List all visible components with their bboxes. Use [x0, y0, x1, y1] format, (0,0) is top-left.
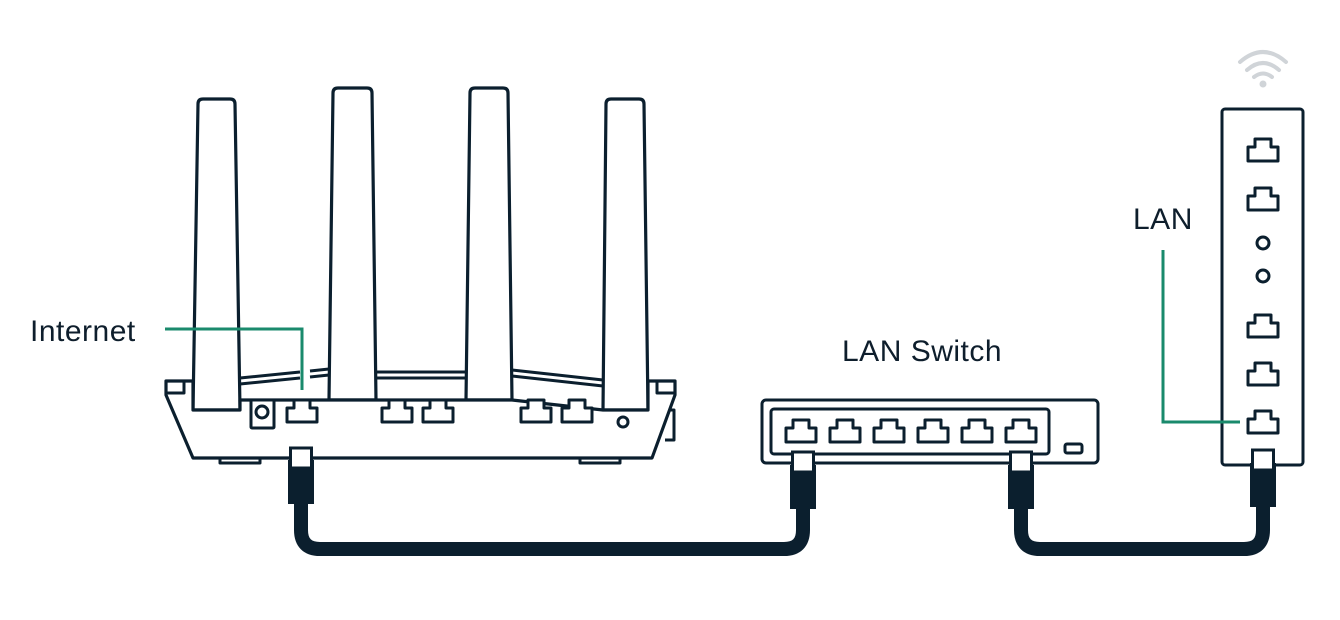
- switch-status-led: [1063, 442, 1084, 455]
- router-antenna-3: [464, 86, 514, 402]
- cable-router-to-switch: [288, 446, 816, 556]
- wifi-icon: [1238, 50, 1288, 88]
- router-antenna-1: [191, 97, 242, 412]
- router: [164, 86, 677, 465]
- lan-label: LAN: [1133, 203, 1193, 236]
- router-side-bump: [665, 408, 676, 442]
- lan-switch-label: LAN Switch: [842, 335, 1002, 368]
- router-lan-port-4: [560, 398, 594, 424]
- router-top-ridge: [239, 367, 604, 388]
- router-power-port: [249, 398, 276, 430]
- internet-label: Internet: [30, 315, 136, 348]
- lan-switch: [760, 398, 1100, 465]
- access-point: [1220, 50, 1305, 467]
- router-power-jack-icon: [254, 404, 270, 420]
- router-foot-right: [578, 458, 622, 465]
- ap-led-2: [1255, 268, 1271, 284]
- router-antenna-2: [327, 86, 378, 402]
- lan-callout-line: [1161, 250, 1240, 424]
- router-body: [164, 379, 677, 460]
- router-antenna-4: [601, 97, 650, 412]
- router-foot-left: [218, 458, 262, 465]
- cable-switch-to-ap: [1008, 448, 1276, 556]
- internet-callout-line: [165, 327, 304, 390]
- router-side-tab-right: [655, 381, 677, 395]
- router-reset-button: [616, 415, 630, 429]
- ap-led-1: [1255, 235, 1271, 251]
- router-side-tab-left: [164, 381, 186, 395]
